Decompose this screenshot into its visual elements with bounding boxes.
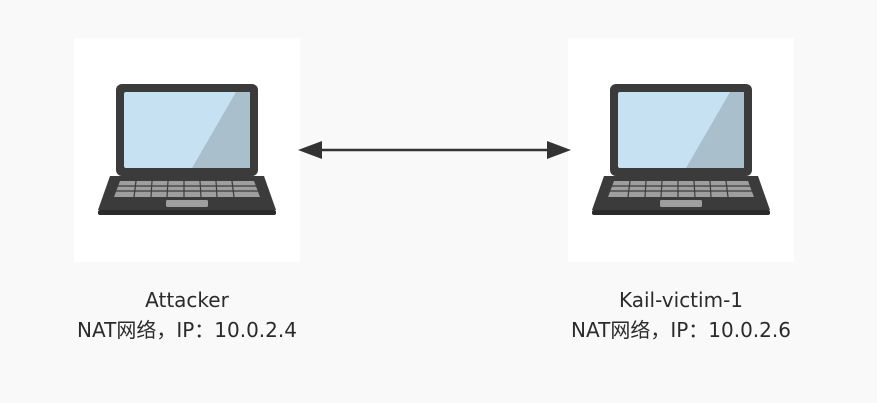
victim-node bbox=[568, 38, 794, 262]
attacker-caption: Attacker NAT网络，IP：10.0.2.4 bbox=[27, 285, 347, 345]
node-network: NAT网络，IP：10.0.2.6 bbox=[571, 318, 791, 342]
victim-caption: Kail-victim-1 NAT网络，IP：10.0.2.6 bbox=[521, 285, 841, 345]
node-name: Attacker bbox=[145, 288, 229, 312]
attacker-node bbox=[74, 38, 300, 262]
laptop-icon bbox=[592, 84, 770, 215]
laptop-icon bbox=[98, 84, 276, 215]
node-network: NAT网络，IP：10.0.2.4 bbox=[77, 318, 297, 342]
arrowhead-left-icon bbox=[298, 141, 322, 159]
node-name: Kail-victim-1 bbox=[618, 288, 744, 312]
